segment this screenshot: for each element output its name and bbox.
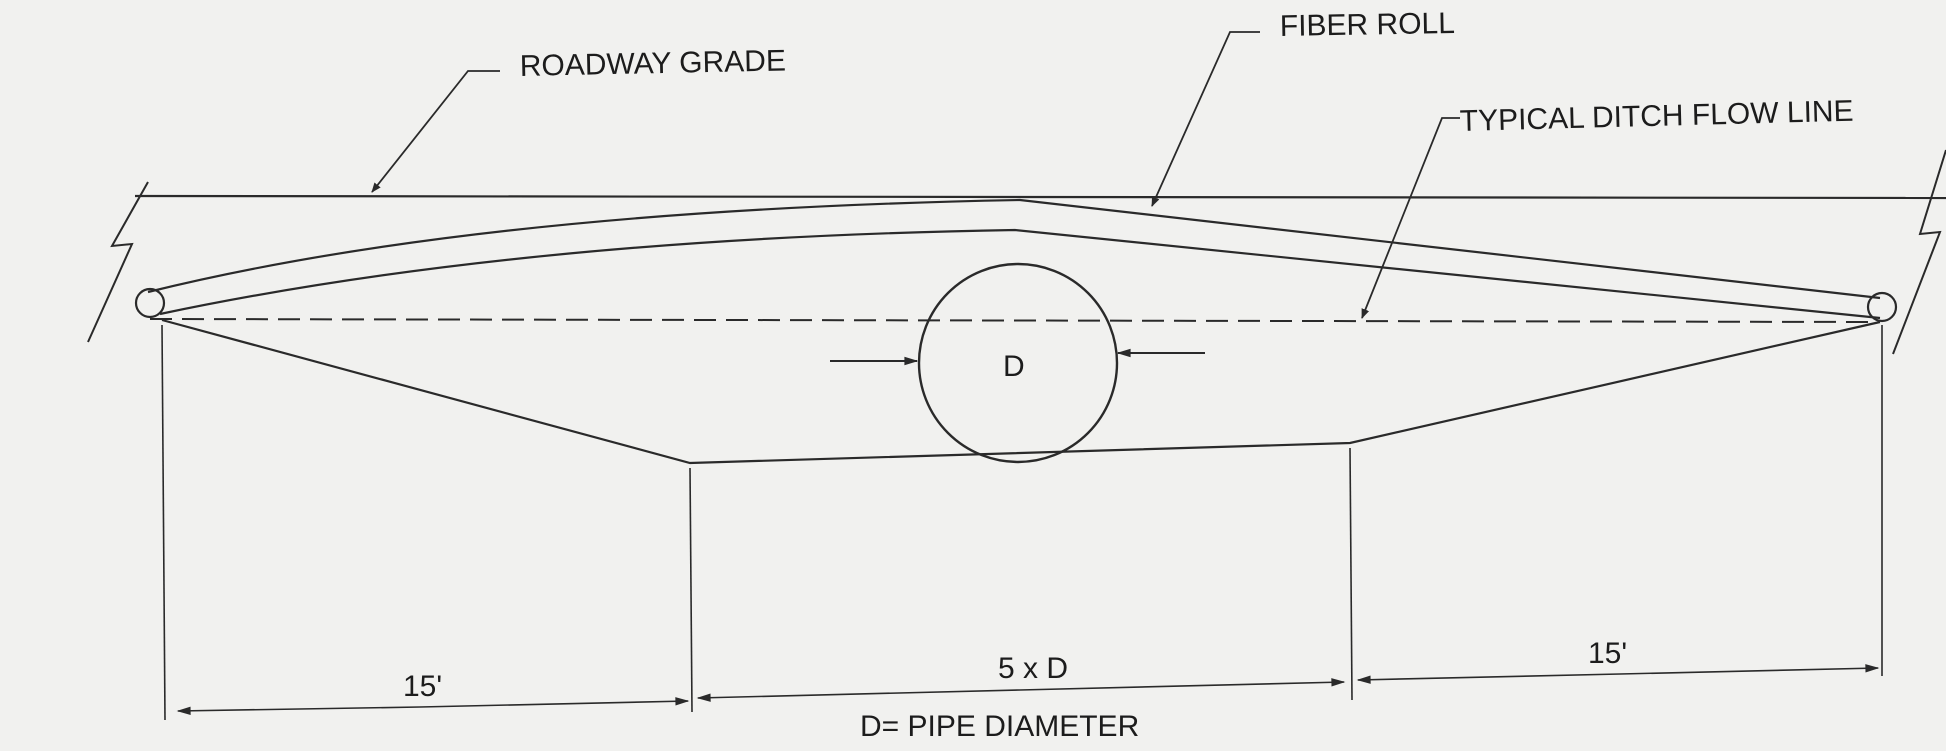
dim-line-left-b — [419, 697, 690, 708]
ditch-flow-line-label: TYPICAL DITCH FLOW LINE — [1459, 95, 1854, 138]
fiber-roll-leader — [1151, 31, 1260, 207]
dim-line-right-b — [1619, 664, 1880, 675]
dimension-center-label: 5 x D — [998, 652, 1068, 685]
ditch-flow-line — [149, 318, 1881, 323]
dimension-right-label: 15' — [1588, 637, 1627, 670]
ditch-flow-line-leader — [1361, 117, 1460, 319]
extension-line-mid-right — [1349, 447, 1353, 701]
extension-line-left — [161, 324, 166, 721]
pipe-circle — [917, 262, 1119, 464]
fiber-roll-end-right — [1866, 291, 1898, 323]
dim-line-left-a — [176, 706, 421, 715]
roadway-grade-leader — [371, 70, 500, 193]
roadway-grade-label: ROADWAY GRADE — [519, 44, 786, 83]
break-symbol-right — [1892, 149, 1946, 355]
dim-line-center-b — [1019, 678, 1346, 691]
ditch-bottom-profile — [161, 318, 1881, 465]
dimension-left-label: 15' — [403, 670, 442, 703]
dim-line-right-a — [1356, 673, 1621, 684]
extension-line-mid-left — [689, 467, 693, 713]
fiber-roll-label: FIBER ROLL — [1280, 7, 1456, 43]
fiber-roll-lower-edge — [159, 228, 1881, 320]
fiber-roll-upper-edge — [147, 198, 1881, 300]
pipe-diameter-label: D — [1003, 350, 1025, 383]
pipe-diameter-note: D= PIPE DIAMETER — [860, 710, 1139, 743]
dim-line-center-a — [696, 689, 1021, 702]
fiber-roll-end-left — [134, 287, 166, 319]
roadway-grade-line — [134, 194, 1946, 200]
break-symbol-left — [87, 181, 149, 343]
